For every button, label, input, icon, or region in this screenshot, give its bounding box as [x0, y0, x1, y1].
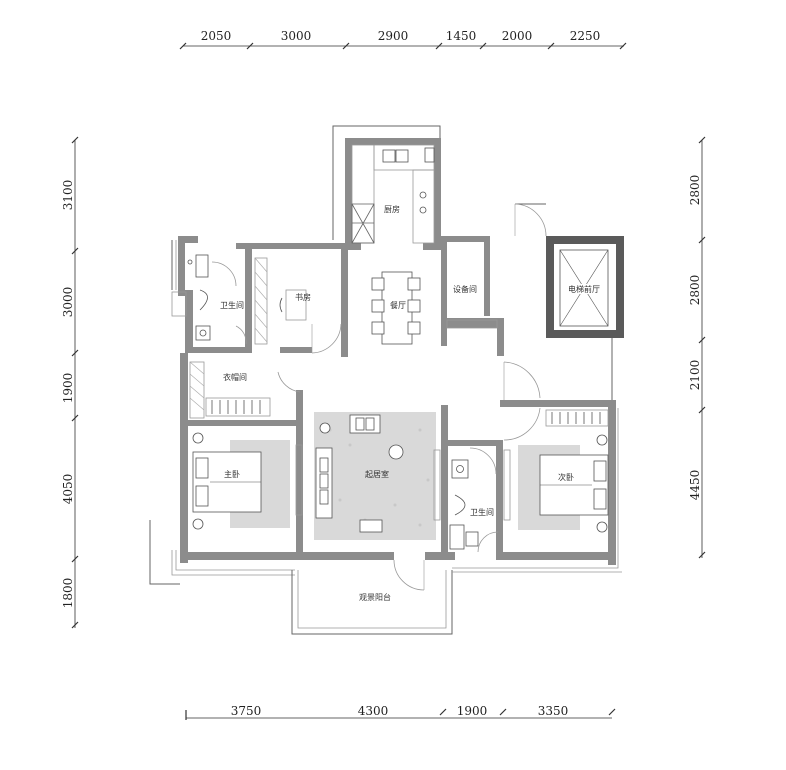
top-dim-2: 3000	[281, 29, 312, 43]
second-bedroom: 次卧	[503, 407, 609, 533]
right-dim-2: 2800	[688, 275, 702, 306]
restaurant: 餐厅	[371, 271, 421, 345]
bottom-dim-2: 4300	[358, 704, 389, 718]
elevator-hall: 电梯前厅	[559, 249, 609, 327]
master-bedroom: 主卧	[192, 432, 303, 530]
balcony: 观景阳台	[359, 592, 391, 602]
cloakroom: 衣帽间	[189, 361, 301, 419]
balcony-label: 观景阳台	[359, 592, 391, 602]
living-room: 起居室	[314, 412, 441, 591]
left-dim-3: 1900	[61, 373, 75, 404]
bathroom-1-label: 卫生间	[220, 300, 244, 310]
right-dimension-line: 2800 2800 2100 4450	[688, 136, 706, 559]
equipment-room: 设备间	[446, 203, 547, 329]
left-dim-5: 1800	[61, 578, 75, 609]
left-dim-2: 3000	[61, 287, 75, 318]
equipment-room-label: 设备间	[453, 284, 477, 294]
bottom-dimension-line: 3750 4300 1900 3350	[185, 704, 616, 720]
top-dim-6: 2250	[570, 29, 601, 43]
corridor-door	[503, 361, 541, 400]
study-label: 书房	[295, 292, 311, 302]
right-dim-1: 2800	[688, 175, 702, 206]
second-bedroom-label: 次卧	[558, 472, 574, 482]
left-dim-1: 3100	[61, 180, 75, 211]
bathroom-2-label: 卫生间	[470, 507, 494, 517]
top-dimension-line: 2050 3000 2900 1450 2000 2250	[179, 29, 627, 50]
bottom-dim-3: 1900	[457, 704, 488, 718]
study: 书房	[254, 257, 342, 354]
right-dim-4: 4450	[688, 470, 702, 501]
cloakroom-label: 衣帽间	[223, 372, 247, 382]
bottom-dim-1: 3750	[231, 704, 262, 718]
master-bedroom-label: 主卧	[224, 469, 240, 479]
bathroom-1: 卫生间	[171, 254, 247, 345]
right-dim-3: 2100	[688, 360, 702, 391]
bathroom-2: 卫生间	[449, 447, 499, 553]
elevator-hall-label: 电梯前厅	[568, 284, 600, 294]
outline-lines	[149, 125, 622, 635]
living-room-label: 起居室	[365, 469, 389, 479]
walls	[178, 138, 624, 565]
restaurant-label: 餐厅	[390, 301, 406, 310]
left-dimension-line: 3100 3000 1900 4050 1800	[61, 136, 79, 629]
bottom-dim-4: 3350	[538, 704, 569, 718]
top-dim-4: 1450	[446, 29, 477, 43]
left-dim-4: 4050	[61, 474, 75, 505]
top-dim-1: 2050	[201, 29, 232, 43]
top-dim-5: 2000	[502, 29, 533, 43]
top-dim-3: 2900	[378, 29, 409, 43]
kitchen: 厨房	[351, 144, 435, 244]
kitchen-label: 厨房	[384, 204, 400, 214]
